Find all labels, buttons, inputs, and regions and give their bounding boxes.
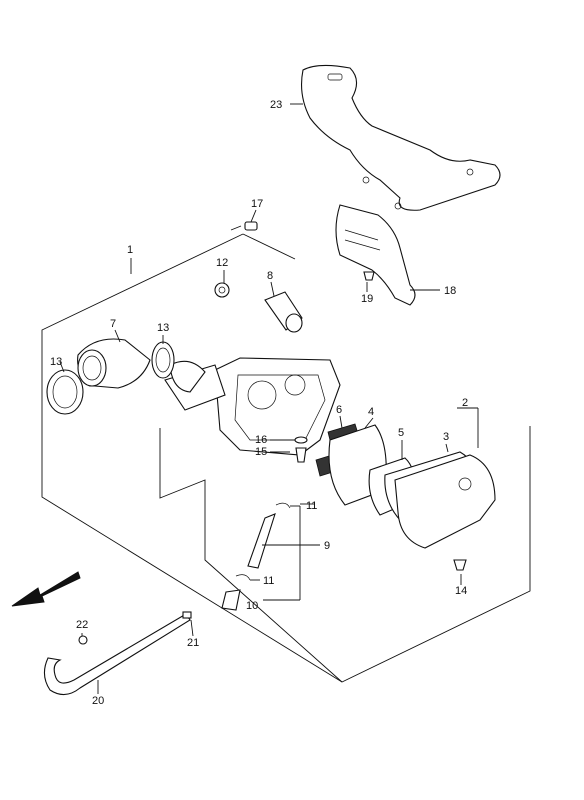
callout-1: 1 — [127, 244, 133, 256]
callout-20: 20 — [92, 695, 104, 707]
callout-2: 2 — [462, 397, 468, 409]
callout-22: 22 — [76, 619, 88, 631]
callout-21: 21 — [187, 637, 199, 649]
callout-9: 9 — [324, 540, 330, 552]
callout-4: 4 — [368, 406, 374, 418]
callout-15: 15 — [255, 446, 267, 458]
clamp-13-center — [151, 341, 175, 379]
clip-21 — [182, 611, 192, 619]
hose-9 — [247, 513, 276, 569]
callout-13b: 13 — [157, 322, 169, 334]
washer-12 — [214, 282, 230, 298]
fitting-16 — [294, 436, 308, 444]
shield-18 — [335, 204, 416, 306]
callout-13a: 13 — [50, 356, 62, 368]
callout-10: 10 — [246, 600, 258, 612]
clip-11-top — [275, 502, 291, 509]
callout-19: 19 — [361, 293, 373, 305]
callout-11b: 11 — [263, 575, 274, 587]
sensor-8 — [264, 291, 303, 333]
cap-10 — [221, 589, 241, 611]
leader-lines — [59, 103, 479, 694]
callout-18: 18 — [444, 285, 456, 297]
clamp-13-left — [46, 369, 84, 415]
callout-3: 3 — [443, 431, 449, 443]
case-2 — [394, 454, 496, 549]
callout-17: 17 — [251, 198, 263, 210]
callout-6: 6 — [336, 404, 342, 416]
intake-boot-7 — [77, 338, 151, 389]
fitting-15 — [295, 447, 307, 463]
hose-20 — [43, 613, 191, 696]
callout-12: 12 — [216, 257, 228, 269]
callout-5: 5 — [398, 427, 404, 439]
callout-14: 14 — [455, 585, 467, 597]
front-arrow-icon — [11, 571, 81, 607]
assembly-outline — [41, 233, 531, 683]
clip-11-bottom — [235, 574, 251, 581]
throttle-body — [164, 357, 341, 456]
bracket-23 — [301, 64, 501, 211]
callout-23: 23 — [270, 99, 282, 111]
screw-19 — [363, 271, 375, 281]
callout-11a: 11 — [306, 500, 317, 512]
callout-8: 8 — [267, 270, 273, 282]
callout-labels: 1 2 3 4 5 6 7 8 9 10 11 11 12 13 13 14 1… — [50, 99, 468, 707]
clip-22 — [78, 635, 88, 645]
screw-17 — [230, 221, 258, 231]
callout-7: 7 — [110, 318, 116, 330]
screw-14 — [453, 559, 467, 571]
callout-16: 16 — [255, 434, 267, 446]
